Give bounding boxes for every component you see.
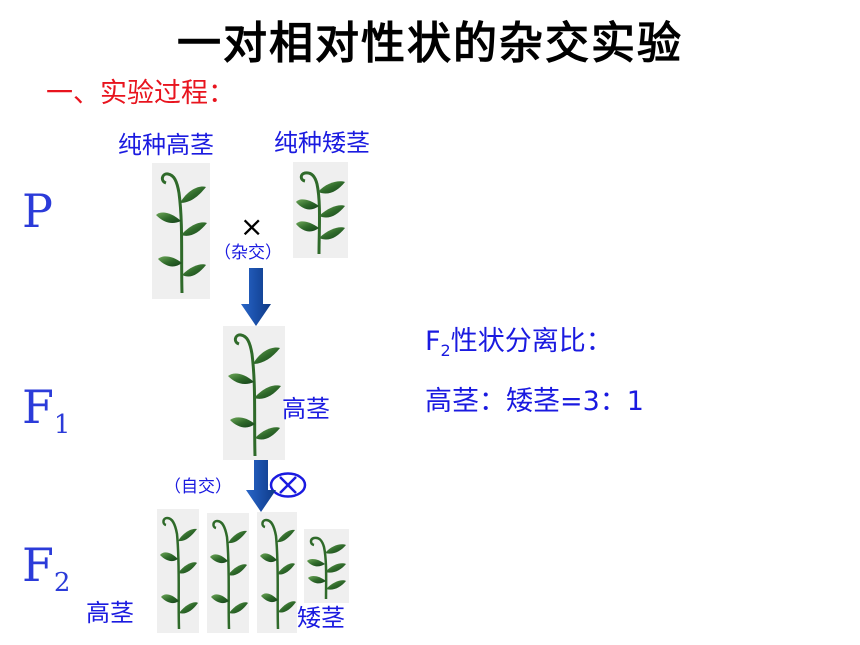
f2-tall-plant-2-image xyxy=(207,513,249,633)
cross-label: （杂交） xyxy=(214,243,282,263)
arrow-p-to-f1 xyxy=(240,268,272,326)
dwarf-plant-image xyxy=(293,162,348,258)
f2-tall-label: 高茎 xyxy=(86,599,134,627)
generation-f1-label: F1 xyxy=(22,380,71,440)
f2-dwarf-label: 矮茎 xyxy=(297,604,345,632)
generation-p-label: P xyxy=(22,184,53,238)
segregation-ratio-title: F2性状分离比： xyxy=(425,326,613,360)
f1-tall-label: 高茎 xyxy=(282,395,330,423)
page-title: 一对相对性状的杂交实验 xyxy=(177,18,683,69)
f2-tall-plant-3-image xyxy=(257,512,297,633)
f2-tall-plant-1-image xyxy=(157,509,199,633)
arrow-f1-to-f2 xyxy=(245,460,277,512)
f2-dwarf-plant-image xyxy=(304,529,349,603)
segregation-ratio-value: 高茎：矮茎=3：1 xyxy=(425,386,644,417)
f1-tall-plant-image xyxy=(223,326,285,460)
self-cross-label: （自交） xyxy=(164,477,232,497)
tall-plant-image xyxy=(152,163,210,299)
section-heading: 一、实验过程： xyxy=(46,78,235,109)
self-fertilization-icon xyxy=(268,471,308,499)
generation-f2-label: F2 xyxy=(22,538,71,598)
pure-dwarf-label: 纯种矮茎 xyxy=(274,129,370,157)
pure-tall-label: 纯种高茎 xyxy=(118,131,214,159)
cross-symbol: × xyxy=(240,210,264,243)
